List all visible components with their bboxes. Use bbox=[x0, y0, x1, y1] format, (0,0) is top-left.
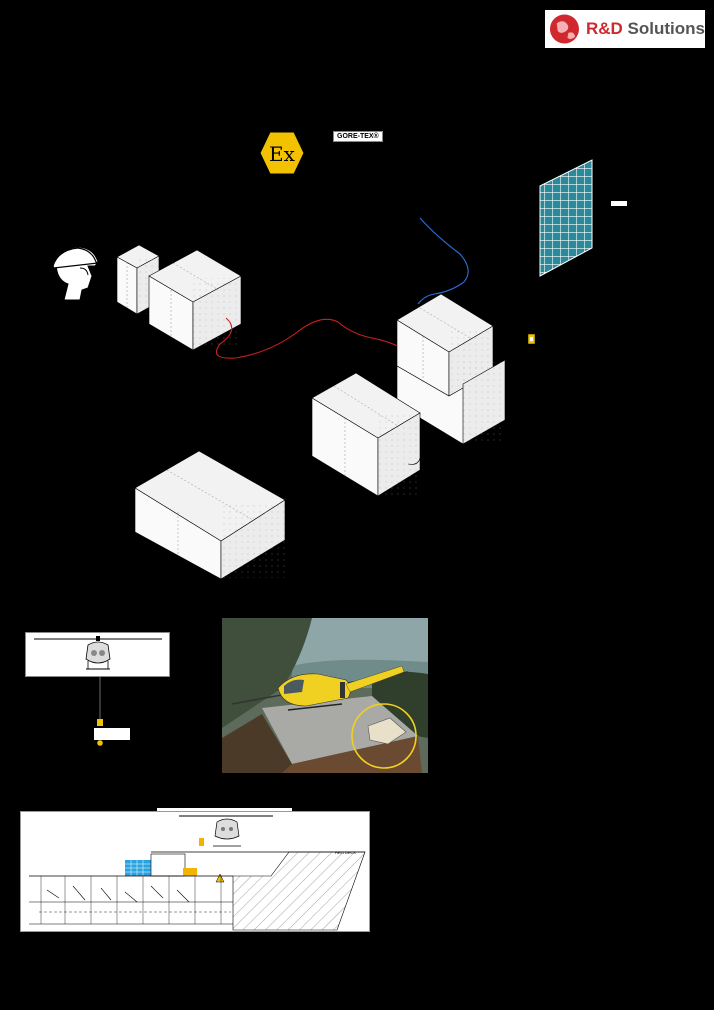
yellow-sensor-icon bbox=[528, 334, 535, 344]
hardhat-worker-icon bbox=[53, 247, 98, 300]
blue-cable bbox=[418, 218, 468, 304]
isometric-diagram bbox=[0, 0, 714, 600]
panel-marker bbox=[611, 201, 627, 206]
base-container bbox=[135, 451, 285, 579]
helipad-photo bbox=[222, 618, 428, 773]
red-cable bbox=[216, 318, 405, 358]
hoist-tag-label bbox=[94, 728, 130, 740]
grid-panel bbox=[540, 160, 592, 276]
helicopter-front-diagram bbox=[25, 632, 170, 677]
helicopter-front-icon bbox=[26, 633, 171, 678]
control-unit-box bbox=[149, 250, 241, 350]
side-elevation-schematic: HELI DECK bbox=[20, 811, 370, 932]
